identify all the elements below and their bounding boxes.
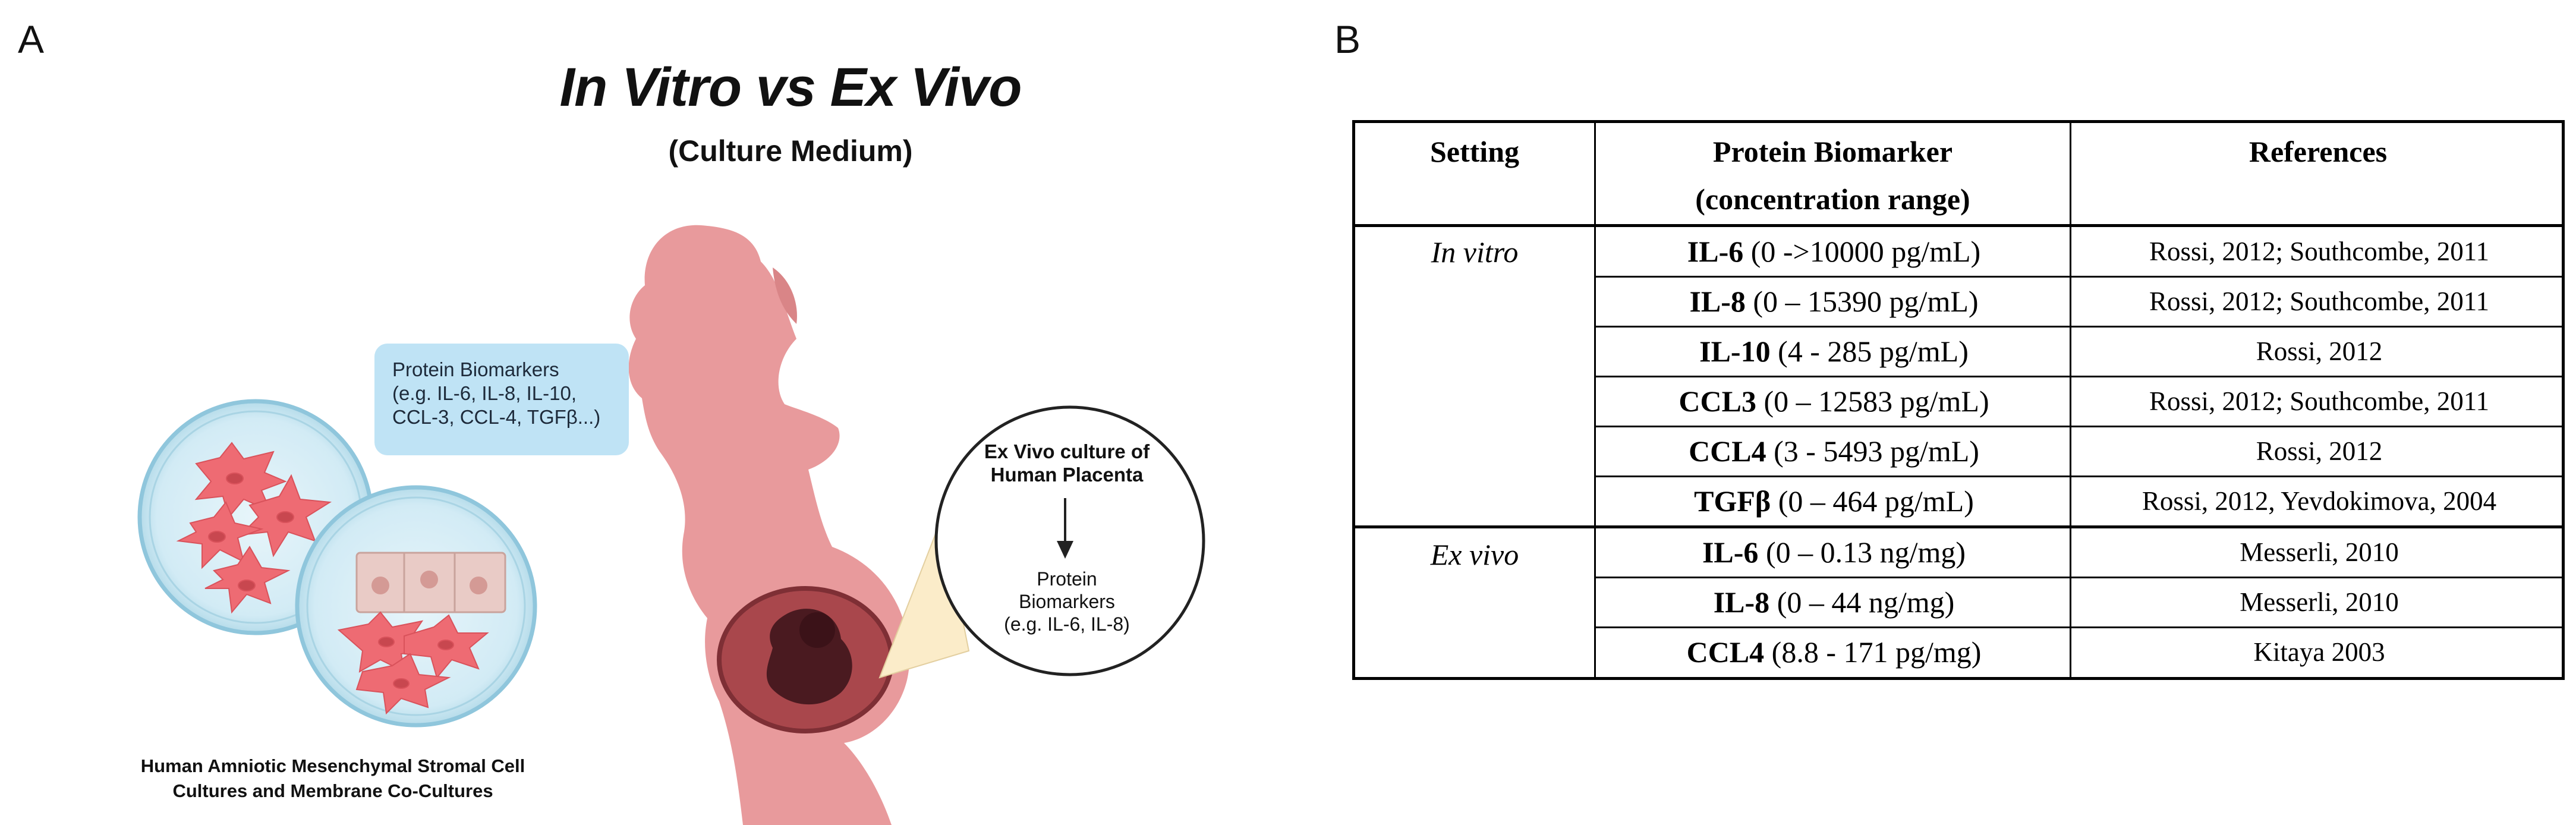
- table-row: TGFβ (0 – 464 pg/mL) Rossi, 2012, Yevdok…: [1355, 476, 2562, 526]
- caption-line-1: Human Amniotic Mesenchymal Stromal Cell: [140, 755, 525, 776]
- setting-in-vitro: In vitro: [1431, 235, 1519, 269]
- biomarker-cell: IL-6 (0 ->10000 pg/mL): [1597, 226, 2071, 276]
- stromal-cells-cluster: [176, 442, 332, 614]
- biomarker-cell: CCL3 (0 – 12583 pg/mL): [1597, 376, 2071, 426]
- ex-vivo-result-line-1: Protein: [1037, 568, 1097, 590]
- biomarker-name: IL-6: [1702, 536, 1759, 569]
- biomarker-cell: IL-10 (4 - 285 pg/mL): [1597, 326, 2071, 376]
- biomarker-cell: CCL4 (3 - 5493 pg/mL): [1597, 426, 2071, 476]
- table-row: IL-8 (0 – 15390 pg/mL) Rossi, 2012; Sout…: [1355, 276, 2562, 326]
- uterus-with-fetus: [717, 586, 894, 733]
- biomarker-name: CCL3: [1679, 385, 1756, 418]
- setting-ex-vivo: Ex vivo: [1430, 538, 1519, 571]
- biomarker-cell: IL-8 (0 – 15390 pg/mL): [1597, 276, 2071, 326]
- concentration-range: (0 – 0.13 ng/mg): [1758, 536, 1966, 569]
- biomarker-cell: CCL4 (8.8 - 171 pg/mg): [1597, 627, 2071, 677]
- ex-vivo-result-line-2: Biomarkers: [1019, 591, 1115, 612]
- row-divider: [1594, 626, 2562, 628]
- header-biomarker-line-1: Protein Biomarker: [1712, 135, 1953, 168]
- diagram-subtitle: (Culture Medium): [668, 134, 913, 168]
- illustration-art: [137, 225, 1205, 825]
- biomarker-name: CCL4: [1689, 434, 1766, 468]
- reference-cell: Rossi, 2012; Southcombe, 2011: [2149, 386, 2490, 416]
- biomarker-name: IL-8: [1689, 285, 1746, 318]
- table-row: IL-10 (4 - 285 pg/mL) Rossi, 2012: [1355, 326, 2562, 376]
- biomarker-cell: IL-8 (0 – 44 ng/mg): [1597, 577, 2071, 627]
- table-row: IL-6 (0 – 0.13 ng/mg) Messerli, 2010: [1355, 527, 2562, 577]
- ex-vivo-heading-line-2: Human Placenta: [990, 464, 1144, 486]
- ex-vivo-heading-line-1: Ex Vivo culture of: [984, 440, 1150, 462]
- biomarker-name: IL-6: [1687, 235, 1744, 268]
- concentration-range: (3 - 5493 pg/mL): [1766, 434, 1979, 468]
- concentration-range: (0 – 464 pg/mL): [1771, 484, 1974, 518]
- table-row: IL-8 (0 – 44 ng/mg) Messerli, 2010: [1355, 577, 2562, 627]
- row-divider: [1594, 376, 2562, 377]
- biomarker-box-line-3: CCL-3, CCL-4, TGFβ...): [392, 406, 601, 428]
- row-divider: [1594, 276, 2562, 278]
- concentration-range: (0 – 15390 pg/mL): [1745, 285, 1979, 318]
- reference-cell: Rossi, 2012: [2256, 336, 2383, 366]
- pregnant-woman-silhouette: [628, 225, 909, 825]
- header-biomarker-line-2: (concentration range): [1695, 182, 1970, 216]
- table-row: CCL4 (8.8 - 171 pg/mg) Kitaya 2003: [1355, 627, 2562, 677]
- protein-biomarkers-box: Protein Biomarkers (e.g. IL-6, IL-8, IL-…: [374, 344, 629, 455]
- group-divider: [1355, 525, 2562, 528]
- biomarker-box-line-1: Protein Biomarkers: [392, 358, 559, 380]
- panel-a-illustration: In Vitro vs Ex Vivo (Culture Medium): [0, 0, 1278, 825]
- biomarker-name: CCL4: [1686, 635, 1765, 669]
- reference-cell: Rossi, 2012: [2256, 436, 2383, 466]
- concentration-range: (0 ->10000 pg/mL): [1743, 235, 1981, 268]
- ex-vivo-result: Protein Biomarkers (e.g. IL-6, IL-8): [945, 568, 1189, 635]
- reference-cell: Kitaya 2003: [2253, 637, 2385, 667]
- panel-label-b: B: [1334, 17, 1361, 61]
- row-divider: [1594, 476, 2562, 477]
- column-divider: [1594, 123, 1596, 677]
- diagram-title: In Vitro vs Ex Vivo: [559, 57, 1022, 118]
- row-divider: [1594, 426, 2562, 427]
- panel-label-a: A: [18, 17, 45, 61]
- biomarker-name: TGFβ: [1694, 484, 1771, 518]
- reference-cell: Rossi, 2012; Southcombe, 2011: [2149, 286, 2490, 316]
- row-divider: [1594, 577, 2562, 578]
- header-setting: Setting: [1430, 135, 1519, 168]
- row-divider: [1594, 326, 2562, 328]
- amniotic-membrane-fragment: [355, 552, 506, 613]
- concentration-range: (0 – 12583 pg/mL): [1756, 385, 1989, 418]
- ex-vivo-heading: Ex Vivo culture of Human Placenta: [930, 440, 1204, 486]
- co-cultured-cells: [337, 611, 489, 715]
- header-references: References: [2249, 135, 2388, 168]
- reference-cell: Rossi, 2012; Southcombe, 2011: [2149, 237, 2490, 266]
- biomarker-table: Setting Protein Biomarker (concentration…: [1352, 120, 2565, 680]
- reference-cell: Messerli, 2010: [2240, 587, 2399, 617]
- header-divider: [1355, 224, 2562, 227]
- concentration-range: (8.8 - 171 pg/mg): [1764, 635, 1982, 669]
- biomarker-name: IL-8: [1713, 585, 1770, 619]
- concentration-range: (4 - 285 pg/mL): [1770, 335, 1969, 368]
- arrow-down-icon: [1057, 498, 1073, 559]
- biomarker-name: IL-10: [1699, 335, 1771, 368]
- concentration-range: (0 – 44 ng/mg): [1769, 585, 1955, 619]
- culture-caption: Human Amniotic Mesenchymal Stromal Cell …: [113, 754, 553, 804]
- biomarker-cell: IL-6 (0 – 0.13 ng/mg): [1597, 527, 2071, 577]
- petri-dish-co-culture: [295, 485, 537, 728]
- reference-cell: Messerli, 2010: [2240, 537, 2399, 567]
- biomarker-cell: TGFβ (0 – 464 pg/mL): [1597, 476, 2071, 526]
- table-row: CCL3 (0 – 12583 pg/mL) Rossi, 2012; Sout…: [1355, 376, 2562, 426]
- caption-line-2: Cultures and Membrane Co-Cultures: [172, 780, 493, 801]
- table-row: CCL4 (3 - 5493 pg/mL) Rossi, 2012: [1355, 426, 2562, 476]
- biomarker-box-line-2: (e.g. IL-6, IL-8, IL-10,: [392, 382, 577, 404]
- table-row: IL-6 (0 ->10000 pg/mL) Rossi, 2012; Sout…: [1355, 226, 2562, 276]
- column-divider: [2070, 123, 2071, 677]
- ex-vivo-result-line-3: (e.g. IL-6, IL-8): [1004, 613, 1130, 635]
- reference-cell: Rossi, 2012, Yevdokimova, 2004: [2142, 486, 2497, 516]
